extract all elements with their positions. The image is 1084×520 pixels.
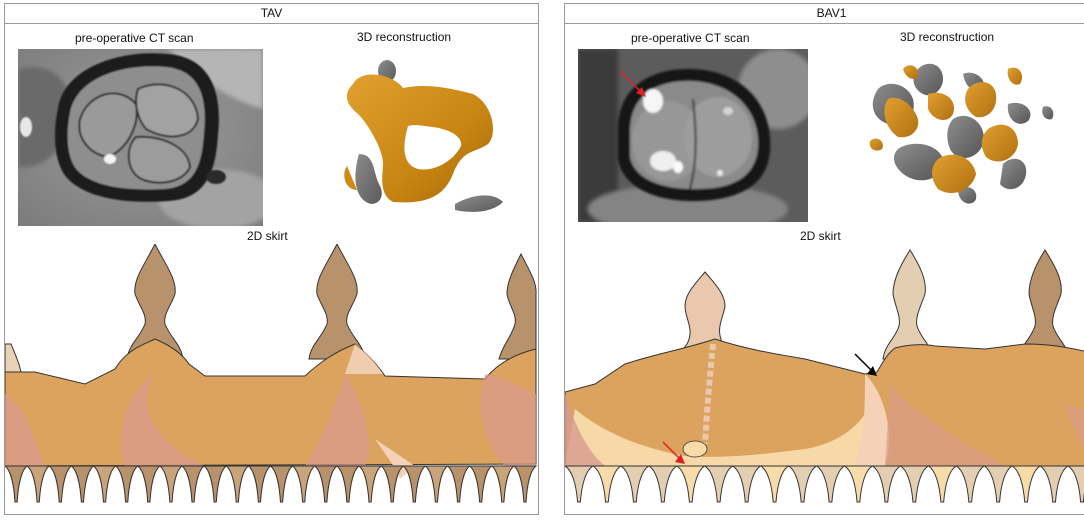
skirt-tooth [136,465,162,503]
skirt-tooth [313,465,339,503]
skirt-tooth [47,465,73,503]
skirt-tooth [870,465,903,503]
skirt-tooth [268,465,295,503]
skirt-tooth [468,465,494,503]
skirt-tooth [730,465,763,503]
skirt-tooth [702,465,735,503]
skirt-tooth [357,465,383,503]
skirt-tooth [646,465,679,503]
skirt-2d-image [565,249,1084,503]
skirt-tooth [91,465,118,503]
skirt-tooth [445,465,472,503]
skirt-tooth [224,465,250,503]
skirt-tooth [954,465,987,503]
panel-tav: TAV pre-operative CT scan 3D reconstruct… [4,3,539,515]
reconstruction-label: 3D reconstruction [900,30,995,44]
skirt-tooth [25,465,51,503]
black-arrow-icon [854,353,874,373]
ct-scan-image [578,49,808,222]
skirt-tooth [1066,465,1084,503]
skirt-tooth [114,465,140,503]
skirt-tooth [619,465,651,503]
skirt-tooth [246,465,273,503]
skirt-tooth [982,465,1015,503]
skirt-tooth [591,465,623,503]
panel-title: BAV1 [565,4,1084,24]
reconstruction-3d-image [869,63,1054,204]
skirt-tooth [814,465,847,503]
ct-scan-image [18,49,263,226]
skirt-tooth [379,465,405,503]
skirt-tooth [1010,465,1042,503]
skirt-tooth [842,465,875,503]
skirt-tooth [158,465,184,503]
skirt-tooth [674,465,707,503]
red-arrow-icon [662,441,682,461]
skirt-tooth [512,465,538,503]
skirt-tooth [69,465,96,503]
skirt-label: 2D skirt [247,229,288,243]
skirt-tooth [5,465,29,503]
skirt-tooth [335,465,361,503]
ct-scan-label: pre-operative CT scan [631,31,750,45]
skirt-tooth [423,465,450,503]
skirt-tooth [401,465,427,503]
panel-bav1: BAV1 pre-operative CT scan 3D reconstruc… [564,3,1084,515]
red-arrow-icon [619,70,643,94]
skirt-tooth [1038,465,1070,503]
reconstruction-3d-image [344,60,503,212]
ct-scan-label: pre-operative CT scan [75,31,194,45]
skirt-tooth [291,465,317,503]
skirt-tooth [926,465,959,503]
skirt-tooth [180,465,206,503]
skirt-tooth [202,465,228,503]
skirt-2d-image [5,244,538,503]
skirt-tooth [758,465,791,503]
reconstruction-label: 3D reconstruction [357,30,452,44]
skirt-tooth [490,465,516,503]
skirt-tooth [898,465,931,503]
panel-title: TAV [5,4,538,24]
skirt-tooth [786,465,819,503]
skirt-label: 2D skirt [800,229,841,243]
skirt-tooth [565,465,595,503]
